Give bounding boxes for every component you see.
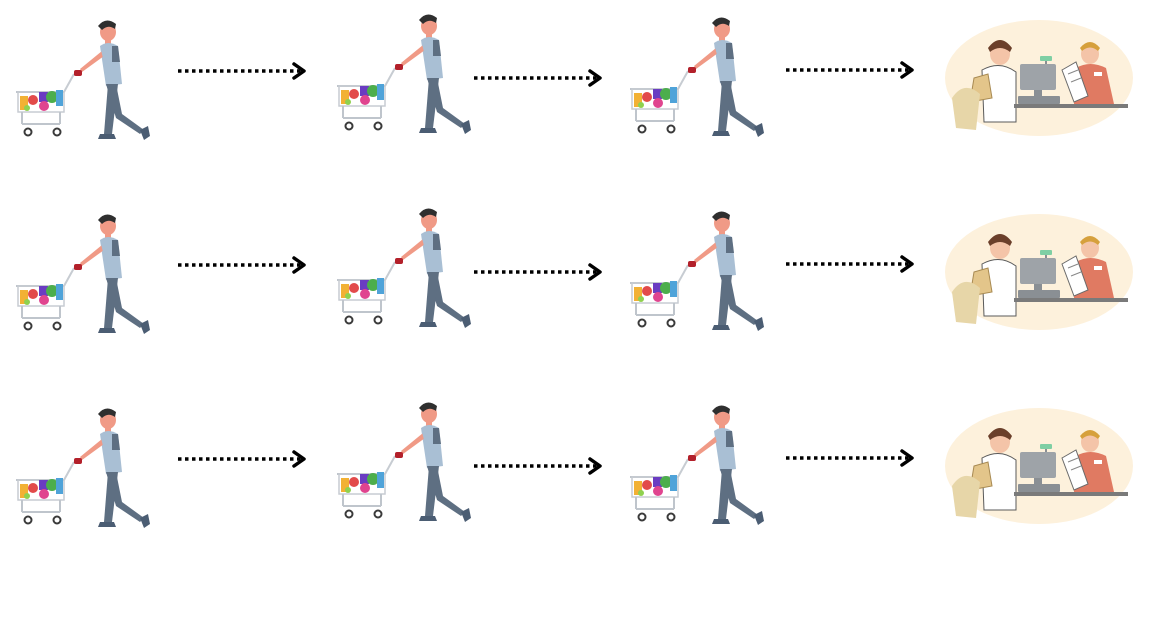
dotted-arrow-icon [472, 456, 612, 476]
dotted-arrow-icon [176, 449, 316, 469]
dotted-arrow-icon [784, 448, 924, 468]
checkout-counter-icon [944, 212, 1134, 332]
shopper-with-cart-icon [628, 209, 778, 339]
shopper-with-cart-icon [335, 400, 485, 530]
third-lane [0, 0, 1172, 194]
shopper-with-cart-icon [628, 403, 778, 533]
shopper-with-cart-icon [335, 206, 485, 336]
shopper-with-cart-icon [14, 406, 164, 536]
dotted-arrow-icon [784, 254, 924, 274]
dotted-arrow-icon [176, 255, 316, 275]
dotted-arrow-icon [472, 262, 612, 282]
checkout-counter-icon [944, 406, 1134, 526]
shopper-with-cart-icon [14, 212, 164, 342]
